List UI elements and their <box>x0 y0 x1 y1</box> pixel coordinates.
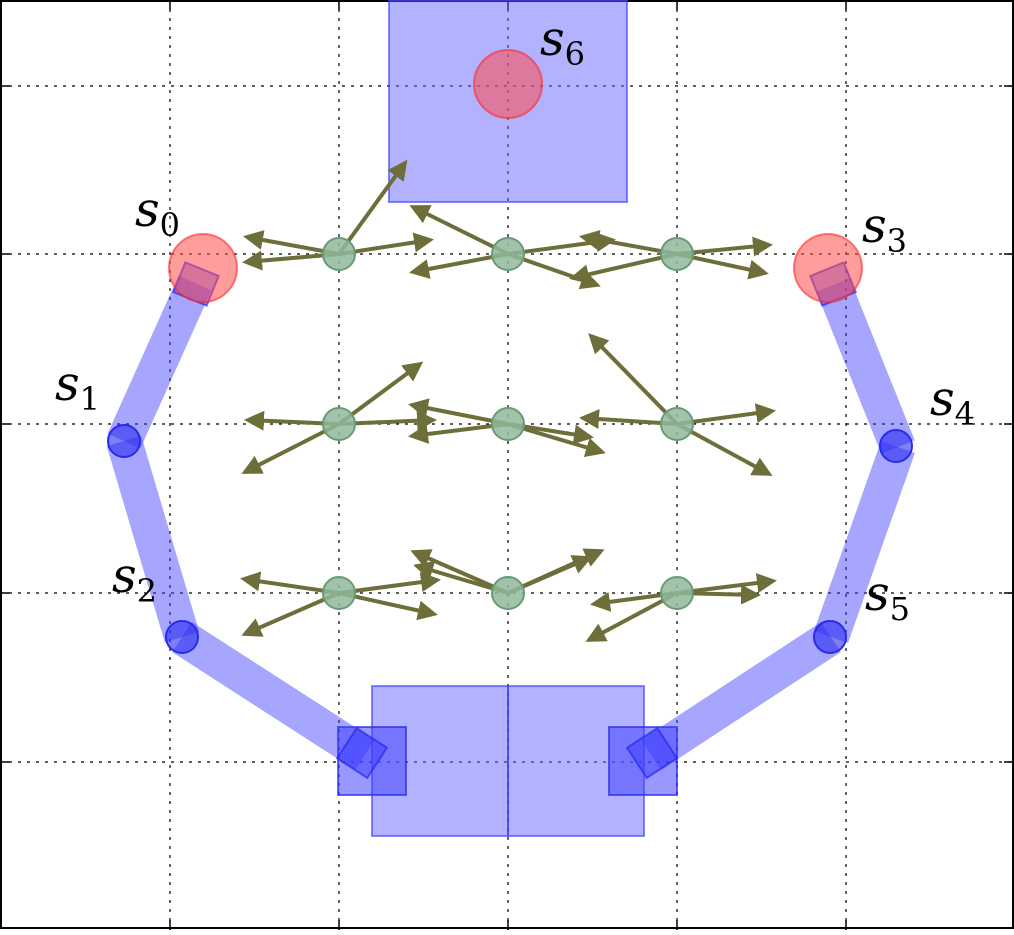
node-r1-c2 <box>491 237 525 271</box>
left-arm <box>106 275 375 771</box>
joint-s2 <box>165 620 199 654</box>
red-states <box>168 49 863 303</box>
label-s2: s2 <box>112 548 157 610</box>
label-s5: s5 <box>865 566 910 628</box>
state-labels: s0 s1 s2 s3 s4 s5 s6 <box>55 11 975 628</box>
green-nodes <box>322 237 694 610</box>
node-r2-c1 <box>322 407 356 441</box>
right-link-1 <box>816 278 915 454</box>
label-s6: s6 <box>540 11 585 73</box>
node-r1-c3 <box>660 237 694 271</box>
arrow <box>588 333 679 426</box>
state-s0 <box>168 233 238 303</box>
arrow <box>676 422 773 476</box>
joint-s1 <box>107 424 141 458</box>
arrow <box>410 549 509 595</box>
label-s3: s3 <box>862 198 907 260</box>
label-s0: s0 <box>135 182 180 244</box>
right-link-2 <box>814 441 915 643</box>
arrow <box>241 422 340 474</box>
node-r2-c2 <box>491 407 525 441</box>
node-r1-c1 <box>322 237 356 271</box>
joint-s4 <box>879 429 913 463</box>
arrow <box>409 205 509 256</box>
node-r3-c3 <box>660 576 694 610</box>
node-r2-c3 <box>660 407 694 441</box>
right-base-joint <box>625 726 679 780</box>
base-boxes <box>337 685 678 837</box>
left-link-1 <box>107 275 212 449</box>
joints <box>107 424 913 654</box>
label-s1: s1 <box>55 356 100 418</box>
node-r3-c1 <box>322 576 356 610</box>
left-link-3 <box>172 621 375 771</box>
left-base-joint <box>335 726 389 780</box>
label-s4: s4 <box>930 371 975 433</box>
arrow <box>337 159 408 256</box>
state-s3 <box>793 233 863 303</box>
arrow <box>569 252 678 285</box>
node-r3-c2 <box>491 576 525 610</box>
left-link-2 <box>106 435 200 643</box>
goal-box-top <box>388 0 628 203</box>
joint-s5 <box>813 620 847 654</box>
state-s6 <box>473 49 543 119</box>
arrow <box>241 591 340 637</box>
right-arm <box>641 278 915 771</box>
right-link-3 <box>641 621 841 771</box>
